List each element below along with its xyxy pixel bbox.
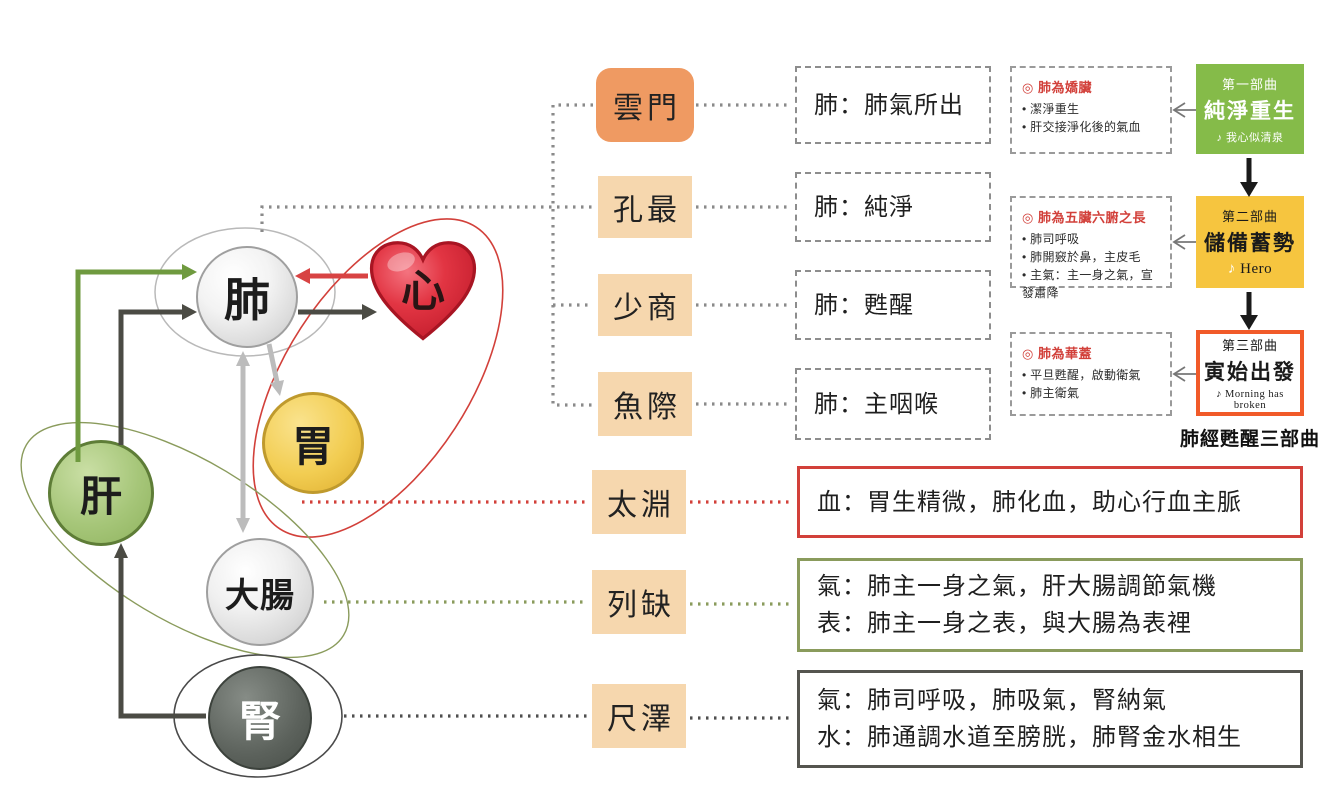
- note-box-delicate-organ: ◎ 肺為嬌臟 潔淨重生 肝交接淨化後的氣血: [1010, 66, 1172, 154]
- trilogy-song: ♪ Hero: [1228, 261, 1272, 278]
- desc-text: 肺：純淨: [814, 193, 914, 221]
- heart-stomach-ellipse: [252, 218, 504, 538]
- organ-label-kidney: 腎: [238, 697, 281, 745]
- music-note-icon: ♪: [1216, 131, 1223, 144]
- trilogy-step: 第三部曲: [1221, 338, 1278, 353]
- desc-text: 肺：主咽喉: [814, 390, 939, 418]
- note-box-chief-of-organs: ◎ 肺為五臟六腑之長 肺司呼吸 肺開竅於鼻，主皮毛 主氣：主一身之氣，宣發肅降: [1010, 196, 1172, 300]
- note-bullet: 平旦甦醒，啟動衛氣: [1022, 366, 1162, 384]
- trilogy-song: ♪ Morning has broken: [1200, 389, 1300, 411]
- arrowhead: [182, 304, 197, 320]
- arrow-liver-to-lung-dark: [118, 309, 182, 445]
- desc-box-shaoshang: 肺：甦醒: [795, 270, 991, 340]
- trilogy-title: 寅始出發: [1204, 361, 1296, 384]
- note-bullet: 肺司呼吸: [1022, 230, 1162, 248]
- desc-box-chize: 氣：肺司呼吸，肺吸氣，腎納氣 水：肺通調水道至膀胱，肺腎金水相生: [797, 670, 1303, 768]
- dotted-lung-to-kongzui: [260, 205, 596, 232]
- note-title: ◎ 肺為五臟六腑之長: [1022, 210, 1146, 225]
- acupoint-yuji: 魚際: [598, 372, 692, 436]
- note-bullet: 潔淨重生: [1022, 100, 1162, 118]
- organ-node-large-intestine: 大腸: [206, 538, 314, 646]
- note-box-canopy: ◎ 肺為華蓋 平旦甦醒，啟動衛氣 肺主衛氣: [1010, 332, 1172, 416]
- desc-box-yunmen: 肺：肺氣所出: [795, 66, 991, 144]
- music-note-icon: ♪: [1216, 389, 1222, 400]
- organ-label-heart: 心: [401, 267, 445, 316]
- organ-label-liver: 肝: [79, 472, 122, 520]
- acupoint-label: 魚際: [613, 391, 681, 424]
- organ-node-heart: 心: [368, 240, 478, 344]
- note-bullet: 肺主衛氣: [1022, 384, 1162, 402]
- arrowhead: [1240, 315, 1258, 330]
- song-title: Morning has broken: [1225, 389, 1284, 411]
- organ-label-stomach: 胃: [291, 422, 334, 470]
- note-bullet: 肝交接淨化後的氣血: [1022, 118, 1162, 136]
- arrowhead: [1240, 182, 1258, 197]
- desc-text: 肺：肺氣所出: [814, 91, 964, 119]
- arrowhead: [236, 351, 250, 366]
- acupoint-label: 尺澤: [607, 703, 675, 736]
- arrow-kidney-to-liver: [118, 556, 206, 719]
- dotted-bus: [551, 103, 593, 407]
- acupoint-label: 少商: [613, 292, 681, 325]
- trilogy-song: ♪ 我心似清泉: [1216, 129, 1283, 145]
- music-note-icon: ♪: [1227, 261, 1236, 277]
- desc-text: 水：肺通調水道至膀胱，肺腎金水相生: [817, 724, 1242, 751]
- desc-text: 表：肺主一身之表，與大腸為表裡: [817, 610, 1192, 637]
- arrowhead: [295, 268, 310, 284]
- arrowhead: [270, 380, 284, 396]
- acupoint-lieque: 列缺: [592, 570, 686, 634]
- desc-text: 氣：肺主一身之氣，肝大腸調節氣機: [817, 573, 1217, 600]
- arrow-lung-to-stomach: [266, 343, 280, 383]
- acupoint-label: 列缺: [607, 589, 675, 622]
- note-title: ◎ 肺為嬌臟: [1022, 80, 1092, 95]
- trilogy-part-2: 第二部曲 儲備蓄勢 ♪ Hero: [1196, 196, 1304, 288]
- trilogy-caption: 肺經甦醒三部曲: [1180, 429, 1321, 450]
- trilogy-step: 第二部曲: [1221, 209, 1278, 224]
- desc-text: 血：胃生精微，肺化血，助心行血主脈: [817, 488, 1242, 516]
- desc-box-kongzui: 肺：純淨: [795, 172, 991, 242]
- open-arrowhead: [1172, 366, 1186, 382]
- organ-label-large-intestine: 大腸: [225, 576, 295, 615]
- organ-node-liver: 肝: [48, 440, 154, 546]
- organ-label-lung: 肺: [224, 274, 270, 326]
- arrowhead: [114, 543, 128, 558]
- arrow-liver-to-lung-green: [75, 269, 182, 462]
- song-title: 我心似清泉: [1226, 131, 1284, 144]
- note-bullet: 肺開竅於鼻，主皮毛: [1022, 248, 1162, 266]
- desc-text: 肺：甦醒: [814, 291, 914, 319]
- open-arrowhead: [1172, 102, 1186, 118]
- desc-box-lieque: 氣：肺主一身之氣，肝大腸調節氣機 表：肺主一身之表，與大腸為表裡: [797, 558, 1303, 652]
- organ-node-lung: 肺: [196, 246, 298, 348]
- acupoint-chize: 尺澤: [592, 684, 686, 748]
- organ-node-stomach: 胃: [262, 392, 364, 494]
- acupoint-label: 太淵: [607, 489, 675, 522]
- desc-box-taiyuan: 血：胃生精微，肺化血，助心行血主脈: [797, 466, 1303, 538]
- acupoint-label: 雲門: [613, 92, 681, 125]
- acupoint-label: 孔最: [613, 194, 681, 227]
- open-arrowhead: [1172, 234, 1186, 250]
- note-title: ◎ 肺為華蓋: [1022, 346, 1092, 361]
- desc-text: 氣：肺司呼吸，肺吸氣，腎納氣: [817, 687, 1167, 714]
- arrowhead: [182, 264, 197, 280]
- trilogy-title: 儲備蓄勢: [1204, 232, 1296, 255]
- organ-node-kidney: 腎: [208, 666, 312, 770]
- trilogy-part-3: 第三部曲 寅始出發 ♪ Morning has broken: [1196, 330, 1304, 416]
- note-bullet: 主氣：主一身之氣，宣發肅降: [1022, 266, 1162, 302]
- acupoint-kongzui: 孔最: [598, 176, 692, 238]
- acupoint-shaoshang: 少商: [598, 274, 692, 336]
- acupoint-taiyuan: 太淵: [592, 470, 686, 534]
- arrowhead: [236, 518, 250, 533]
- desc-box-yuji: 肺：主咽喉: [795, 368, 991, 440]
- trilogy-step: 第一部曲: [1221, 76, 1278, 92]
- trilogy-title: 純淨重生: [1204, 99, 1296, 123]
- song-title: Hero: [1240, 261, 1273, 277]
- acupoint-yunmen: 雲門: [596, 68, 694, 142]
- trilogy-part-1: 第一部曲 純淨重生 ♪ 我心似清泉: [1196, 64, 1304, 154]
